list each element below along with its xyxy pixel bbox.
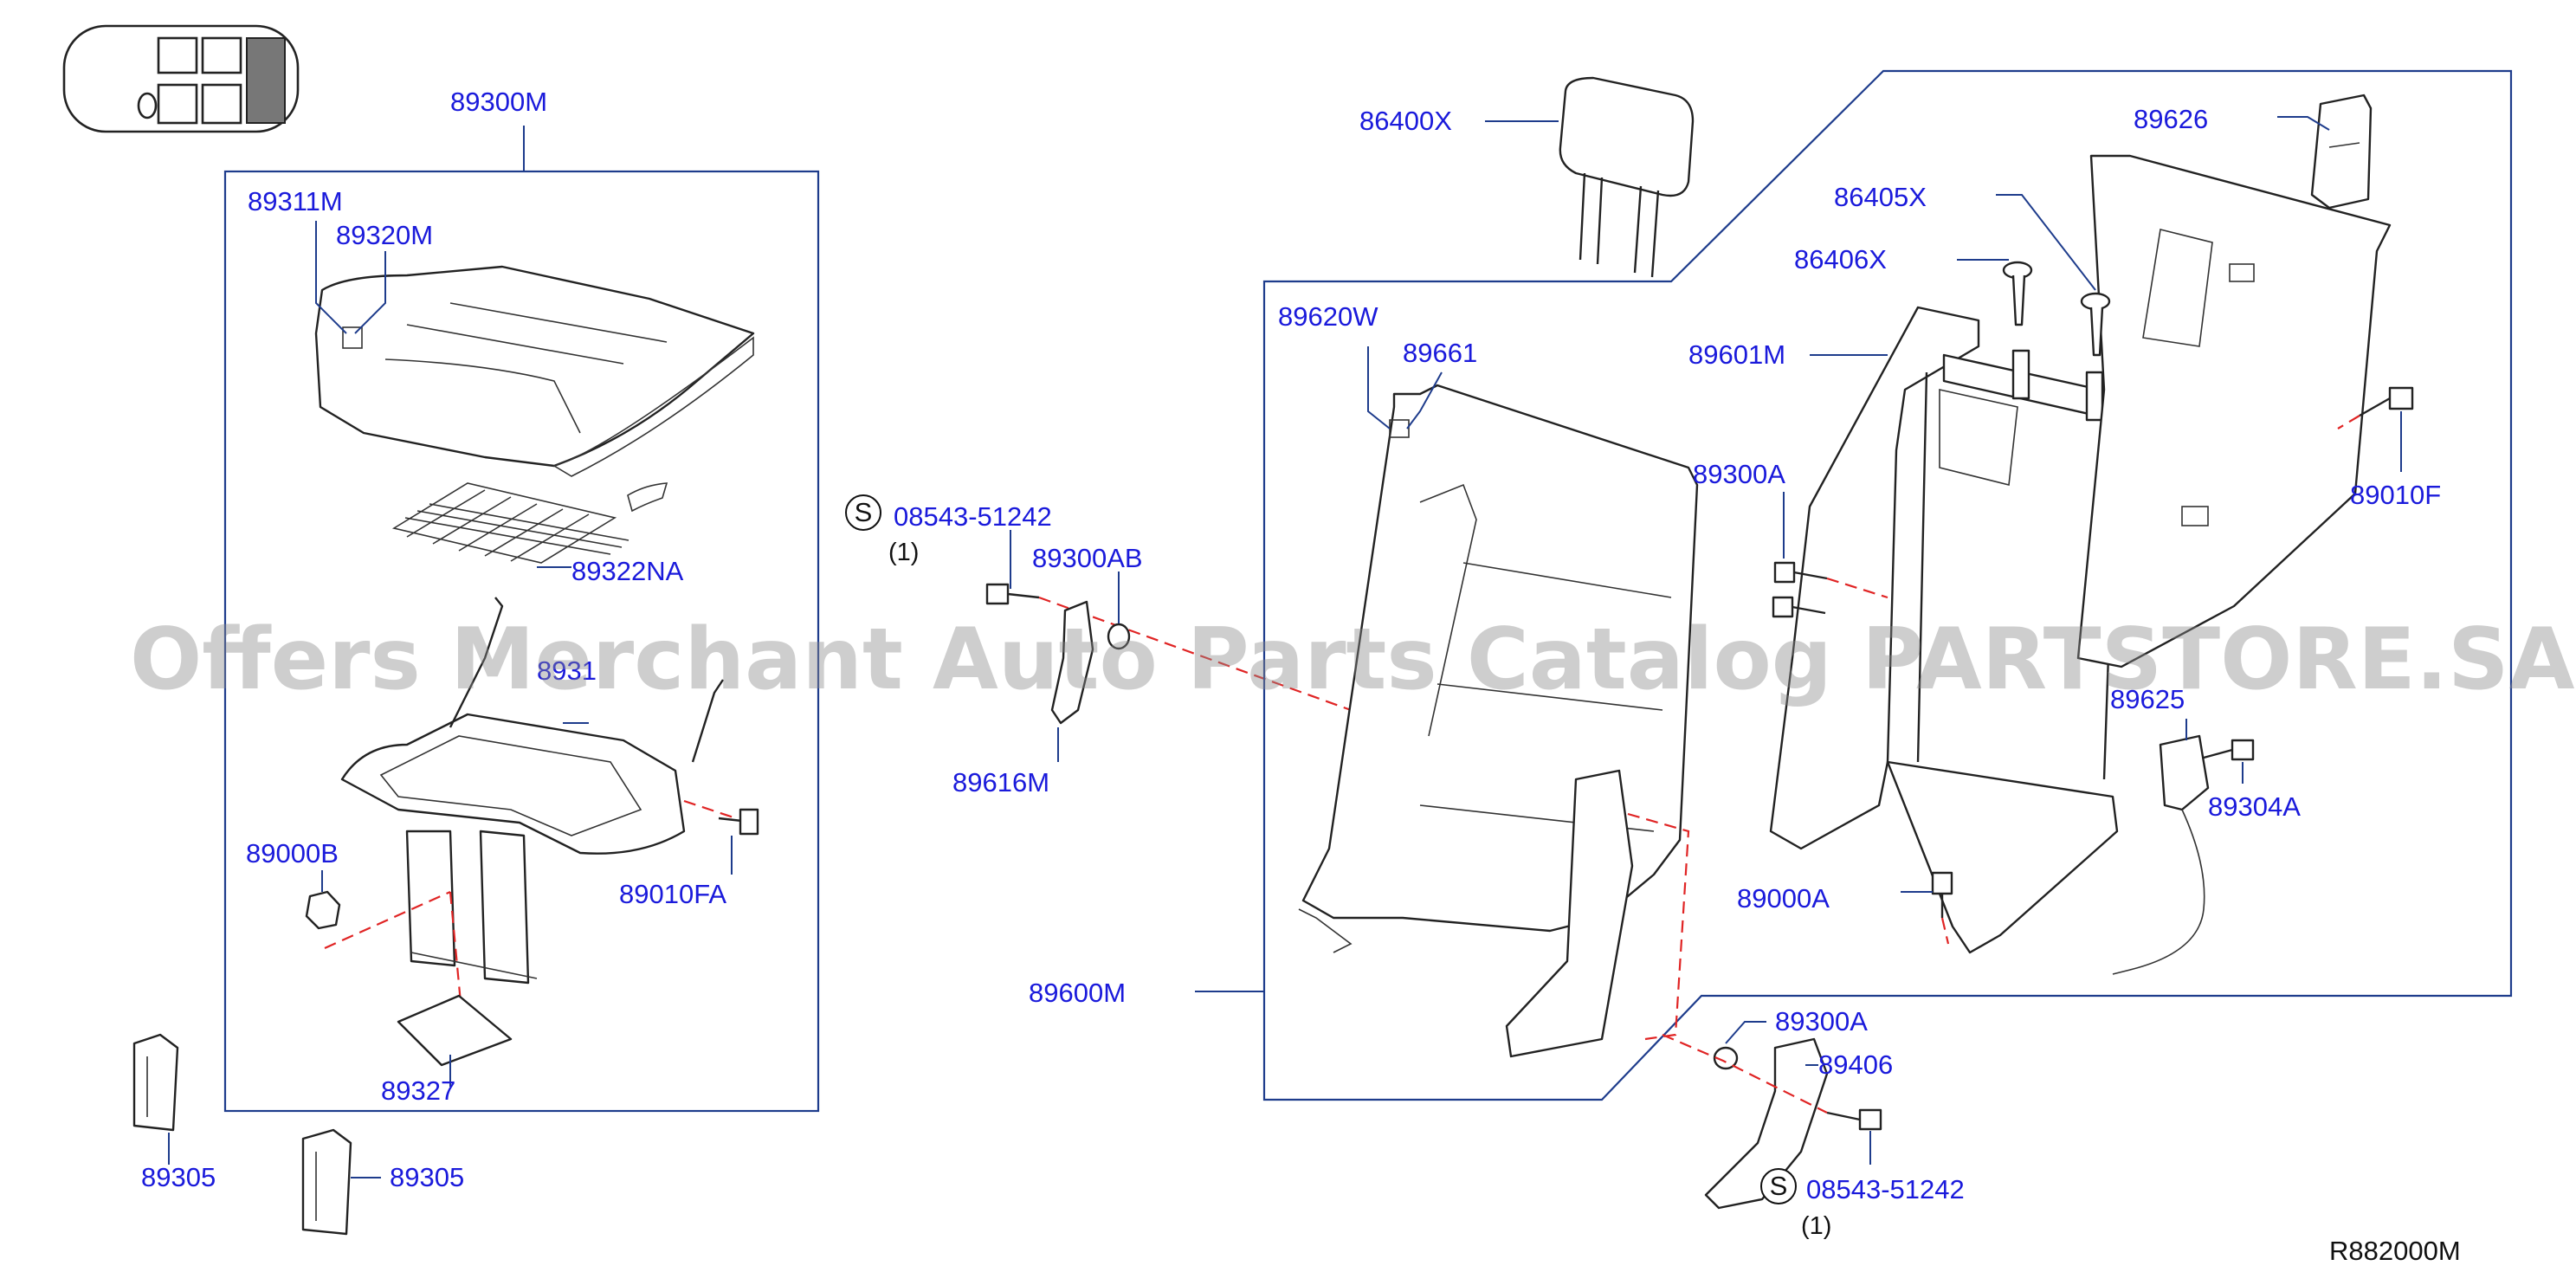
part-label-89300A-upper[interactable]: 89300A: [1693, 459, 1785, 489]
part-label-89010F[interactable]: 89010F: [2350, 480, 2441, 510]
part-label-89616M[interactable]: 89616M: [952, 767, 1049, 797]
part-label-89601M[interactable]: 89601M: [1688, 339, 1785, 370]
part-label-89300M[interactable]: 89300M: [450, 87, 547, 117]
wire-mat-drawing: [391, 482, 668, 564]
cover-89406-drawing: [1704, 1037, 1829, 1210]
plate-89327-drawing: [397, 994, 513, 1067]
part-label-89620W[interactable]: 89620W: [1278, 301, 1378, 332]
part-label-89000B[interactable]: 89000B: [246, 838, 339, 869]
part-label-08543-51242-lower[interactable]: 08543-51242: [1806, 1174, 1965, 1204]
bracket-89305a-drawing: [132, 1033, 179, 1132]
svg-text:S: S: [1770, 1171, 1788, 1201]
bolt-89010f-drawing: [2359, 386, 2414, 417]
bolt-89304a-drawing: [2203, 739, 2255, 761]
bushing-89300ab-drawing: [1107, 623, 1131, 650]
part-label-89304A[interactable]: 89304A: [2208, 791, 2301, 822]
seat-position-icon: [62, 24, 300, 133]
quantity-label-upper: (1): [888, 539, 919, 566]
part-label-89305-right[interactable]: 89305: [390, 1162, 464, 1192]
part-label-89600M[interactable]: 89600M: [1029, 978, 1126, 1008]
bolt-89300a-upper-drawing: [1772, 561, 1828, 618]
seat-cushion-frame-box: [223, 170, 820, 1113]
seat-back-frame-drawing: [1769, 306, 2140, 954]
washer-89300a-lower-drawing: [1713, 1046, 1739, 1070]
part-label-89311M[interactable]: 89311M: [248, 186, 343, 216]
part-label-89010FA[interactable]: 89010FA: [619, 879, 726, 909]
nut-89000b-drawing: [305, 890, 341, 930]
cover-89616m-drawing: [1050, 600, 1094, 725]
bolt-08543-51242a-drawing: [985, 583, 1040, 605]
standard-part-mark-b: S: [1760, 1168, 1797, 1204]
bolt-89000a-drawing: [1931, 871, 1953, 918]
lever-89626-drawing: [2310, 94, 2373, 210]
part-label-89300A-lower[interactable]: 89300A: [1775, 1006, 1868, 1036]
back-board-drawing: [2076, 154, 2392, 668]
headrest-86400x-drawing: [1559, 76, 1695, 278]
seat-back-frame-box: [1262, 69, 2513, 1101]
part-label-89406[interactable]: 89406: [1818, 1049, 1893, 1080]
part-label-89625[interactable]: 89625: [2110, 684, 2185, 714]
part-label-8931x[interactable]: 8931: [537, 655, 597, 686]
bracket-89305b-drawing: [301, 1128, 352, 1236]
part-label-86406X[interactable]: 86406X: [1794, 244, 1887, 274]
part-label-89300AB[interactable]: 89300AB: [1032, 543, 1143, 573]
part-label-89322NA[interactable]: 89322NA: [571, 556, 684, 586]
part-label-08543-51242-upper[interactable]: 08543-51242: [894, 501, 1052, 532]
part-label-89327[interactable]: 89327: [381, 1075, 455, 1106]
strap-89625-drawing: [2112, 734, 2210, 975]
part-label-89000A[interactable]: 89000A: [1737, 883, 1830, 914]
part-label-89320M[interactable]: 89320M: [336, 220, 433, 250]
bolt-08543-51242b-drawing: [1826, 1108, 1882, 1131]
seat-back-pad-drawing: [1298, 384, 1699, 1058]
standard-part-mark-a: S: [845, 494, 881, 531]
part-label-89305-left[interactable]: 89305: [141, 1162, 216, 1192]
svg-text:S: S: [855, 497, 873, 527]
seat-frame-drawing: [340, 597, 724, 985]
clip-86405x-drawing: [2080, 292, 2111, 357]
part-label-86405X[interactable]: 86405X: [1834, 182, 1927, 212]
diagram-reference-code: R882000M: [2329, 1236, 2461, 1266]
quantity-label-lower: (1): [1801, 1212, 1831, 1240]
part-label-89661[interactable]: 89661: [1403, 338, 1477, 368]
bolt-89010fa-drawing: [718, 808, 759, 836]
seat-cushion-drawing: [314, 265, 755, 477]
watermark-text: Offers Merchant Auto Parts Catalog PARTS…: [130, 610, 2575, 709]
clip-86406x-drawing: [2002, 261, 2033, 326]
part-label-89626[interactable]: 89626: [2134, 104, 2208, 134]
part-label-86400X[interactable]: 86400X: [1359, 106, 1452, 136]
